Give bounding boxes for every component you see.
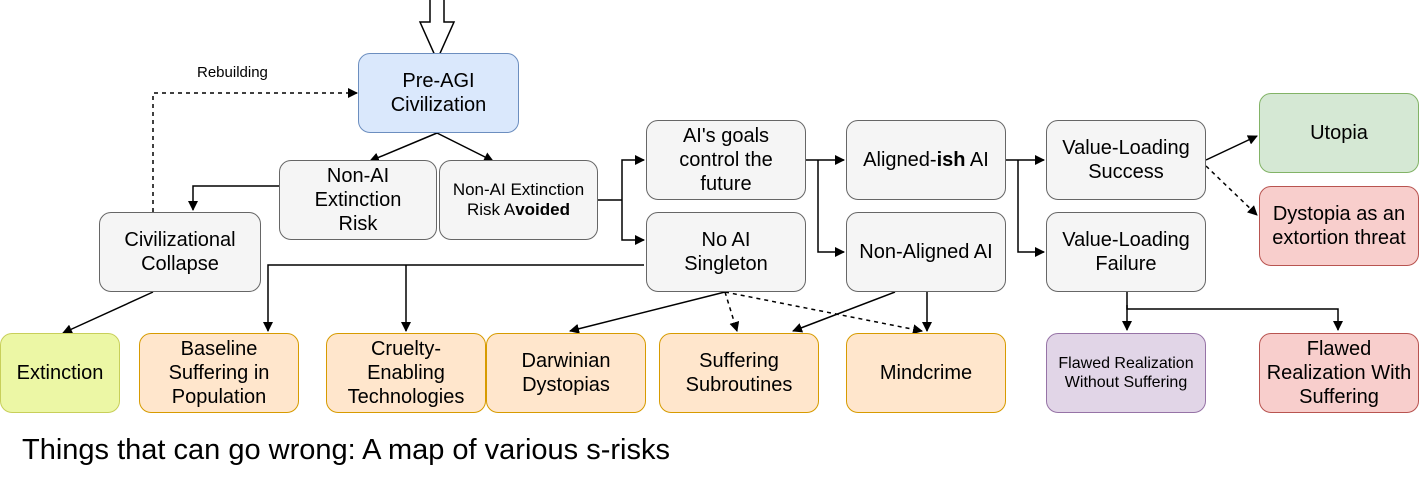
node-cruelty-enabling-label: Cruelty-Enabling Technologies: [347, 338, 465, 408]
node-value-loading-failure[interactable]: Value-Loading Failure: [1046, 212, 1206, 292]
edge-nonaligned-subroutines: [792, 291, 896, 333]
node-pre-agi-label: Pre-AGI Civilization: [390, 70, 487, 116]
edge-singleton-mindcrime: [724, 291, 923, 335]
node-civilizational-collapse-label: Civilizational Collapse: [124, 229, 236, 275]
node-utopia[interactable]: Utopia: [1259, 93, 1419, 173]
node-suffering-subroutines-label: Suffering Subroutines: [685, 350, 793, 396]
edge-success-utopia: [1205, 135, 1258, 161]
edge-label-rebuilding: Rebuilding: [197, 64, 268, 81]
edge-aligned-failure: [1017, 160, 1045, 257]
node-baseline-suffering-label: Baseline Suffering in Population: [168, 338, 270, 408]
node-value-loading-success-label: Value-Loading Success: [1062, 137, 1190, 183]
node-no-ai-singleton[interactable]: No AI Singleton: [646, 212, 806, 292]
node-civilizational-collapse[interactable]: Civilizational Collapse: [99, 212, 261, 292]
edge-failure-branch: [1126, 292, 1343, 331]
edge-singleton-line: [263, 264, 644, 332]
caption: Things that can go wrong: A map of vario…: [22, 434, 670, 466]
node-mindcrime-label: Mindcrime: [879, 362, 973, 384]
node-flawed-without-suffering-label: Flawed Realization Without Suffering: [1058, 354, 1194, 391]
node-non-ai-extinction-risk-label: Non-AI Extinction Risk: [314, 165, 402, 235]
node-cruelty-enabling[interactable]: Cruelty-Enabling Technologies: [326, 333, 486, 413]
edge-singleton-subroutines: [724, 291, 740, 332]
edge-success-dystopia: [1205, 165, 1258, 216]
node-non-aligned-ai-label: Non-Aligned AI: [859, 241, 993, 263]
node-value-loading-success[interactable]: Value-Loading Success: [1046, 120, 1206, 200]
node-utopia-label: Utopia: [1310, 122, 1368, 144]
node-extinction[interactable]: Extinction: [0, 333, 120, 413]
node-flawed-with-suffering-label: Flawed Realization With Suffering: [1266, 338, 1412, 408]
node-suffering-subroutines[interactable]: Suffering Subroutines: [659, 333, 819, 413]
node-non-ai-risk-avoided-label: Non-AI Extinction Risk Avoided: [452, 179, 585, 219]
entry-arrow: [418, 0, 456, 62]
node-aligned-ish-ai-label: Aligned-ish AI: [863, 149, 989, 171]
node-value-loading-failure-label: Value-Loading Failure: [1062, 229, 1190, 275]
node-darwinian-dystopias-label: Darwinian Dystopias: [521, 350, 611, 396]
node-mindcrime[interactable]: Mindcrime: [846, 333, 1006, 413]
node-dystopia-extortion[interactable]: Dystopia as an extortion threat: [1259, 186, 1419, 266]
edge-collapse-extinction: [62, 291, 154, 334]
node-aligned-ish-ai[interactable]: Aligned-ish AI: [846, 120, 1006, 200]
node-non-aligned-ai[interactable]: Non-Aligned AI: [846, 212, 1006, 292]
node-darwinian-dystopias[interactable]: Darwinian Dystopias: [486, 333, 646, 413]
edge-split-aigoals: [621, 155, 645, 200]
node-extinction-label: Extinction: [16, 362, 104, 384]
node-dystopia-extortion-label: Dystopia as an extortion threat: [1272, 203, 1406, 249]
node-pre-agi[interactable]: Pre-AGI Civilization: [358, 53, 519, 133]
node-ai-goals-label: AI's goals control the future: [679, 125, 773, 195]
node-no-ai-singleton-label: No AI Singleton: [684, 229, 768, 275]
edge-preagi-avoided: [436, 132, 494, 162]
node-non-ai-extinction-risk[interactable]: Non-AI Extinction Risk: [279, 160, 437, 240]
node-baseline-suffering[interactable]: Baseline Suffering in Population: [139, 333, 299, 413]
node-flawed-without-suffering[interactable]: Flawed Realization Without Suffering: [1046, 333, 1206, 413]
edge-singleton-darwinian: [569, 291, 726, 334]
edge-aigoals-nonaligned: [817, 160, 845, 257]
edge-risk-collapse: [188, 185, 279, 211]
node-flawed-with-suffering[interactable]: Flawed Realization With Suffering: [1259, 333, 1419, 413]
node-ai-goals[interactable]: AI's goals control the future: [646, 120, 806, 200]
edge-split-singleton: [621, 200, 645, 245]
node-non-ai-risk-avoided[interactable]: Non-AI Extinction Risk Avoided: [439, 160, 598, 240]
edge-preagi-risk: [369, 132, 438, 163]
